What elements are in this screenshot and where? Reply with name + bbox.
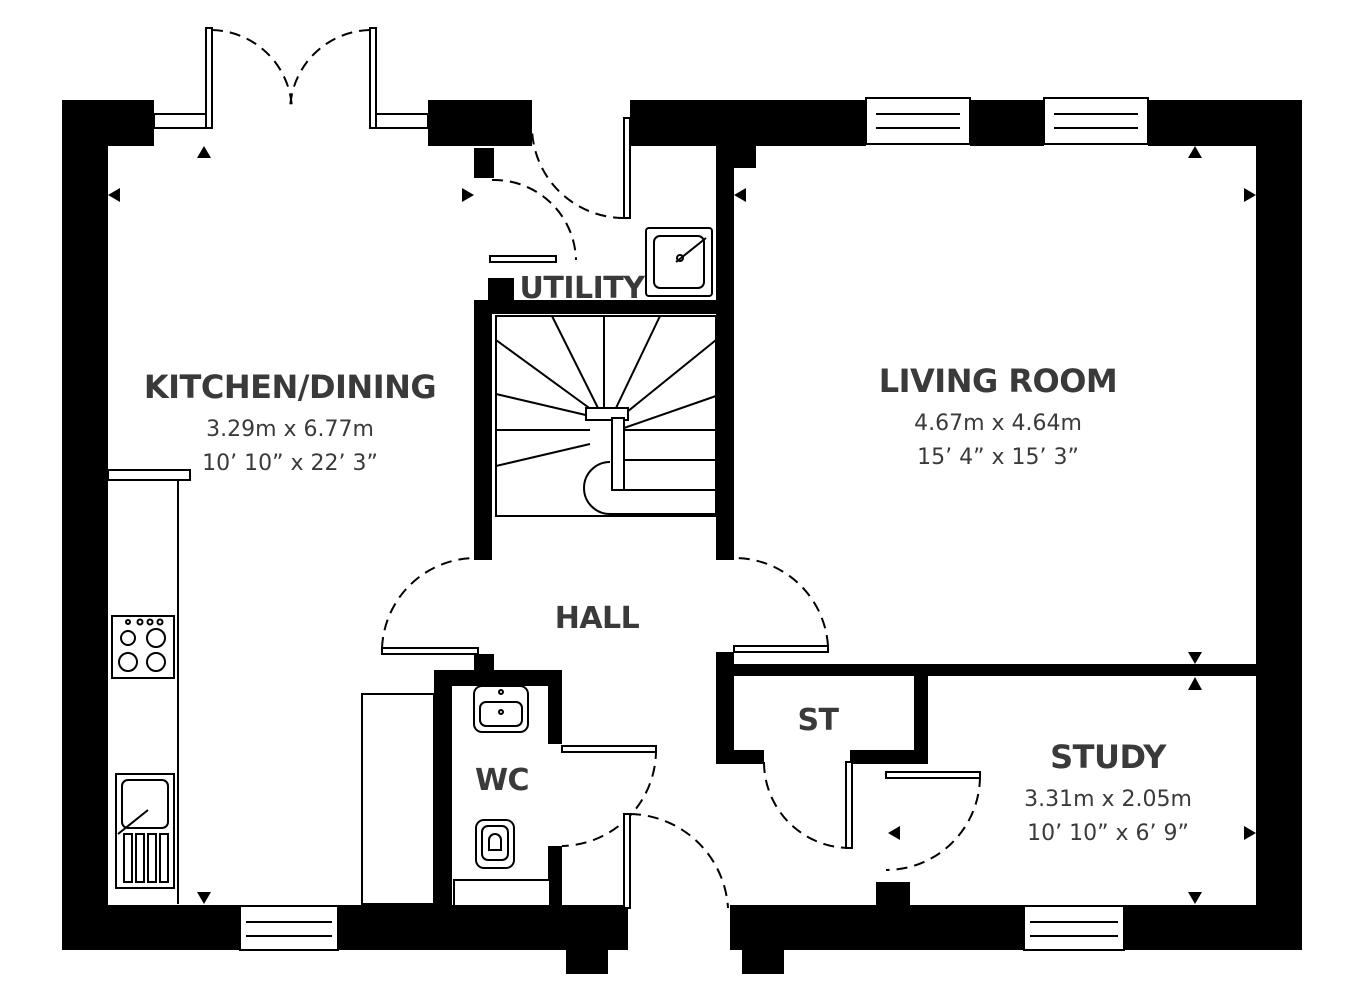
room-label-living-room: LIVING ROOM 4.67m x 4.64m 15’ 4” x 15’ 3… (879, 362, 1118, 470)
doors (205, 27, 981, 909)
living-room-metric: 4.67m x 4.64m (914, 411, 1082, 436)
internal-walls (434, 146, 1256, 907)
room-label-kitchen-dining: KITCHEN/DINING 3.29m x 6.77m 10’ 10” x 2… (144, 368, 437, 476)
toilet (475, 819, 515, 869)
living-room-imperial: 15’ 4” x 15’ 3” (917, 445, 1079, 470)
kitchen-dining-name: KITCHEN/DINING (144, 368, 436, 406)
staircase (495, 315, 717, 517)
living-room-name: LIVING ROOM (879, 362, 1118, 400)
dimension-arrows (108, 146, 1256, 904)
kitchen-dining-imperial: 10’ 10” x 22’ 3” (202, 451, 378, 476)
tall-unit (361, 693, 435, 905)
utility-sink (645, 227, 713, 297)
study-metric: 3.31m x 2.05m (1024, 787, 1192, 812)
fixtures (107, 227, 713, 907)
hall-name: HALL (555, 601, 640, 636)
wc-name: WC (475, 763, 529, 798)
store-name: ST (797, 703, 839, 738)
kitchen-counter (107, 469, 191, 481)
study-imperial: 10’ 10” x 6’ 9” (1027, 821, 1189, 846)
study-name: STUDY (1050, 738, 1167, 776)
windows (153, 97, 1149, 951)
kitchen-dining-metric: 3.29m x 6.77m (206, 417, 374, 442)
external-walls (62, 100, 1302, 974)
room-label-study: STUDY 3.31m x 2.05m 10’ 10” x 6’ 9” (1024, 738, 1192, 846)
utility-name: UTILITY (520, 271, 647, 306)
